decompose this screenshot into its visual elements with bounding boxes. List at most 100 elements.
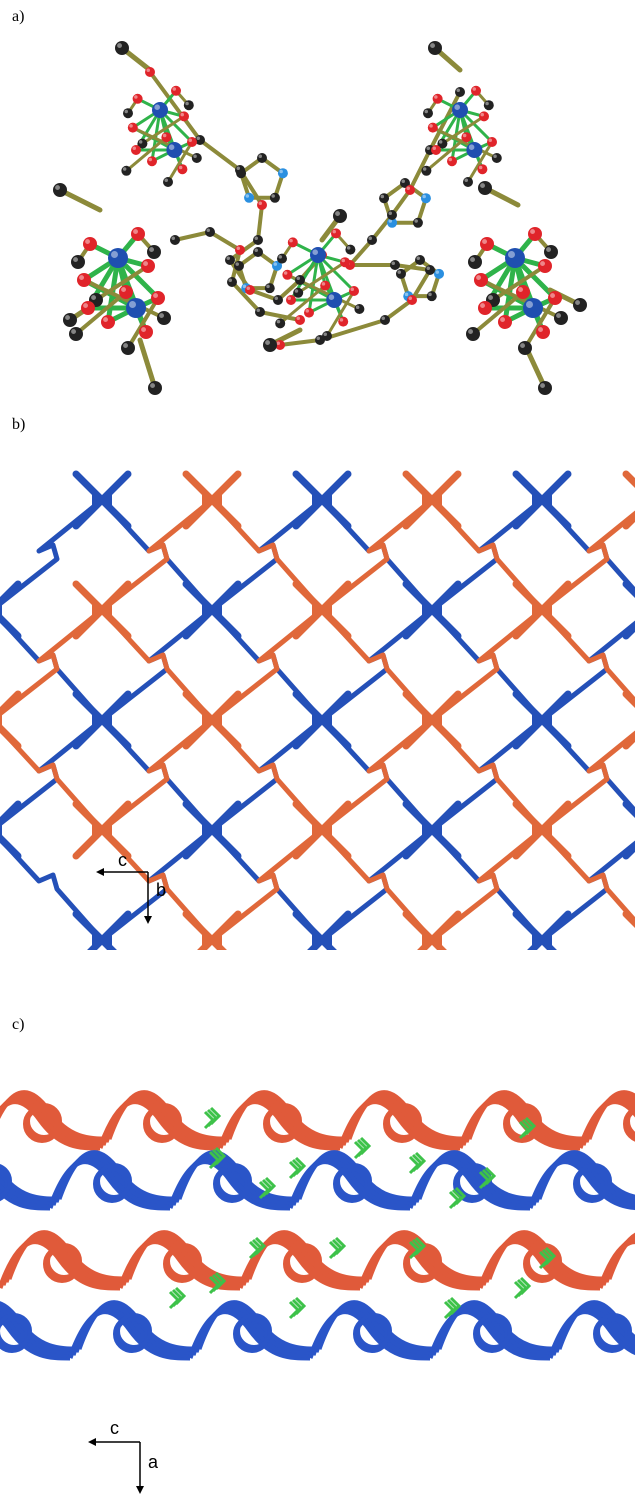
interpenetrated-nets bbox=[0, 470, 635, 950]
panel-a-label: a) bbox=[12, 8, 25, 25]
metal-atom bbox=[166, 142, 183, 158]
axis-indicator-ca: c a bbox=[88, 1418, 159, 1494]
red-layer-strand-ring bbox=[286, 1243, 322, 1279]
carbon-atom bbox=[345, 244, 356, 255]
blue-layer-strand bbox=[0, 1168, 60, 1202]
guest-molecule bbox=[448, 1186, 467, 1210]
oxygen-atom bbox=[471, 85, 481, 96]
panel-c-label: c) bbox=[12, 1016, 25, 1033]
red-layer-strand-ring bbox=[623, 1106, 635, 1142]
bond bbox=[296, 260, 347, 295]
oxygen-atom bbox=[479, 111, 489, 122]
oxygen-atom bbox=[151, 291, 165, 305]
carbon-atom bbox=[295, 275, 305, 285]
oxygen-atom bbox=[286, 295, 296, 305]
oxygen-atom bbox=[427, 122, 438, 133]
framework-linker bbox=[320, 718, 434, 832]
nitrogen-atom bbox=[272, 260, 283, 271]
bond bbox=[390, 188, 412, 217]
blue-layer-strand bbox=[0, 1305, 77, 1355]
blue-net-node bbox=[512, 690, 572, 750]
blue-layer-strand-ring bbox=[476, 1313, 512, 1349]
guest-molecule bbox=[248, 1236, 267, 1260]
blue-net-node bbox=[512, 470, 572, 530]
blue-net-node bbox=[72, 470, 132, 530]
framework-linker bbox=[0, 608, 104, 717]
bond bbox=[124, 135, 168, 173]
guest-molecule bbox=[443, 1296, 462, 1320]
crystal-packing-diagram: c a bbox=[0, 1090, 635, 1494]
bond bbox=[258, 310, 302, 322]
oxygen-atom bbox=[77, 273, 91, 287]
oxygen-atom bbox=[340, 257, 350, 268]
carbon-atom bbox=[483, 100, 494, 111]
blue-layer-strand-ring bbox=[336, 1163, 372, 1199]
guest-molecule bbox=[203, 1106, 222, 1130]
carbon-atom bbox=[227, 277, 237, 287]
oxygen-atom bbox=[431, 145, 441, 155]
carbon-atom bbox=[157, 311, 171, 325]
red-layer-strand-ring bbox=[166, 1243, 202, 1279]
oxygen-atom bbox=[139, 325, 153, 339]
oxygen-atom bbox=[480, 237, 494, 251]
orange-net-node bbox=[72, 800, 132, 860]
guest-molecule bbox=[208, 1271, 227, 1295]
oxygen-atom bbox=[536, 325, 550, 339]
red-layer-strand bbox=[0, 1096, 104, 1148]
nitrogen-atom bbox=[277, 168, 288, 179]
bond bbox=[166, 140, 194, 184]
metal-atom bbox=[310, 247, 326, 263]
blue-net-node bbox=[512, 910, 572, 950]
framework-network-diagram: c b bbox=[0, 470, 635, 950]
carbon-atom bbox=[322, 331, 332, 341]
oxygen-atom bbox=[338, 316, 349, 327]
bond bbox=[208, 230, 242, 252]
metal-atom bbox=[523, 298, 543, 318]
metal-atom bbox=[126, 298, 146, 318]
bond bbox=[471, 290, 525, 336]
metal-atom bbox=[326, 292, 343, 308]
orange-net-node bbox=[402, 470, 462, 530]
blue-layer-strand-ring bbox=[0, 1313, 32, 1349]
bond bbox=[94, 264, 150, 302]
blue-layer-strand-ring bbox=[236, 1313, 272, 1349]
bond bbox=[316, 253, 356, 293]
carbon-atom bbox=[225, 255, 235, 265]
carbon-atom bbox=[255, 307, 265, 317]
framework-linker bbox=[320, 828, 434, 942]
carbon-atom bbox=[63, 313, 77, 327]
oxygen-atom bbox=[179, 111, 189, 122]
orange-net-node bbox=[182, 470, 242, 530]
bond bbox=[408, 148, 432, 192]
carbon-atom bbox=[163, 177, 173, 187]
bond bbox=[137, 337, 158, 391]
blue-layer-strand-ring bbox=[116, 1313, 152, 1349]
bond bbox=[278, 338, 322, 347]
carbon-atom bbox=[53, 183, 67, 197]
oxygen-atom bbox=[161, 132, 172, 143]
orange-net-node bbox=[182, 910, 242, 950]
carbon-atom bbox=[367, 235, 377, 245]
bond bbox=[325, 289, 356, 338]
blue-layer-strand bbox=[0, 1310, 74, 1358]
blue-layer-strand-ring bbox=[216, 1163, 252, 1199]
blue-net-node bbox=[292, 470, 352, 530]
nitrogen-atom bbox=[387, 217, 398, 228]
oxygen-atom bbox=[405, 185, 415, 195]
carbon-atom bbox=[423, 108, 433, 119]
guest-molecule bbox=[168, 1286, 187, 1310]
guest-molecule bbox=[288, 1156, 307, 1180]
oxygen-atom bbox=[131, 145, 141, 155]
oxygen-atom bbox=[127, 122, 138, 133]
framework-linker bbox=[0, 834, 104, 942]
framework-linker bbox=[320, 608, 434, 722]
carbon-atom bbox=[137, 138, 148, 149]
panel-b: b) c b bbox=[0, 410, 635, 950]
bond bbox=[256, 203, 264, 242]
guest-molecule bbox=[538, 1246, 557, 1270]
red-layer-strand bbox=[0, 1099, 101, 1151]
carbon-atom bbox=[195, 135, 205, 145]
carbon-atom bbox=[390, 260, 400, 270]
bond bbox=[126, 296, 160, 350]
oxygen-atom bbox=[83, 237, 97, 251]
